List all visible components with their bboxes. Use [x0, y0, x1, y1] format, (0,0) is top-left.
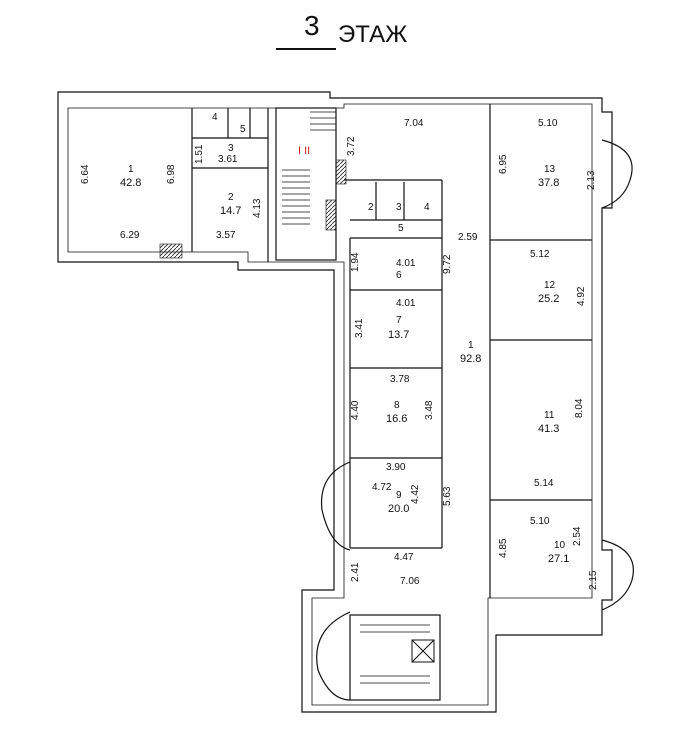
- room-area: 92.8: [460, 353, 481, 365]
- hatch-west: [159, 243, 183, 259]
- room-number: 5: [398, 223, 404, 234]
- room-number: 3: [228, 143, 234, 154]
- room-area: 27.1: [548, 553, 569, 565]
- dimension: 5.63: [442, 486, 453, 506]
- dimension: 1.51: [194, 144, 205, 164]
- dimension: 4.85: [498, 538, 509, 558]
- room-number: 2: [368, 202, 374, 213]
- room-labels: 1 42.8 2 14.7 3 4 5 1 92.8 2 3 4 5 6 7 1…: [120, 112, 569, 565]
- dimension: 4.47: [394, 552, 414, 563]
- room-area: 25.2: [538, 293, 559, 305]
- bay-window-lower: [601, 539, 634, 611]
- room-area: 16.6: [386, 413, 407, 425]
- dimension: 4.01: [396, 258, 416, 269]
- dimension: 3.48: [424, 400, 435, 420]
- floor-number-underline: [276, 48, 336, 50]
- dimension: 7.04: [404, 118, 424, 129]
- floor-title: 3 ЭТАЖ: [276, 8, 436, 52]
- room-number: 1: [128, 164, 134, 175]
- floor-word: ЭТАЖ: [338, 21, 408, 48]
- dimension: 3.61: [218, 154, 238, 165]
- dimension: 2.54: [572, 526, 583, 546]
- dimension: 4.01: [396, 298, 416, 309]
- stair-marks: I II: [298, 145, 310, 157]
- hatch-stair-b: [325, 199, 337, 231]
- room-area: 13.7: [388, 329, 409, 341]
- dimension: 7.06: [400, 576, 420, 587]
- dimension: 3.90: [386, 462, 406, 473]
- room-area: 14.7: [220, 205, 241, 217]
- dimension: 6.95: [498, 154, 509, 174]
- dimension: 4.92: [576, 286, 587, 306]
- dimension: 4.13: [252, 198, 263, 218]
- dimension: 3.41: [354, 318, 365, 338]
- room-number: 2: [228, 192, 234, 203]
- dimension: 6.98: [166, 164, 177, 184]
- room-area: 37.8: [538, 177, 559, 189]
- dimension: 6.29: [120, 230, 140, 241]
- room-area: 41.3: [538, 423, 559, 435]
- dimension: 2.13: [586, 170, 597, 190]
- room-number: 12: [544, 280, 556, 291]
- dimension: 2.41: [350, 562, 361, 582]
- dimension: 9.72: [442, 254, 453, 274]
- dimension: 6.64: [80, 164, 91, 184]
- outer-wall: [57, 91, 613, 713]
- dimension: 4.72: [372, 482, 392, 493]
- dimension: 2.15: [588, 570, 599, 590]
- room-number: 4: [424, 202, 430, 213]
- dimension: 4.42: [410, 484, 421, 504]
- room-number: 8: [394, 400, 400, 411]
- room-number: 3: [396, 202, 402, 213]
- room-number: 10: [554, 540, 566, 551]
- dimension: 4.40: [350, 400, 361, 420]
- dimension: 2.59: [458, 232, 478, 243]
- dimension: 3.72: [346, 136, 357, 156]
- elevator-shaft: [411, 639, 435, 663]
- dimension: 8.04: [574, 398, 585, 418]
- dimension-labels: 6.64 6.98 6.29 1.51 3.61 4.13 3.57 7.04 …: [80, 118, 599, 590]
- dimension: 1.94: [350, 252, 361, 272]
- room-number: 1: [468, 340, 474, 351]
- room-number: 13: [544, 164, 556, 175]
- stair-treads: [282, 111, 430, 684]
- bay-window-stair: [316, 611, 351, 701]
- dimension: 5.10: [538, 118, 558, 129]
- room-number: 5: [240, 124, 246, 135]
- room-number: 11: [544, 410, 555, 421]
- dimension: 3.78: [390, 374, 410, 385]
- bay-window-room9: [320, 461, 351, 551]
- room-number: 7: [396, 315, 402, 326]
- dimension: 5.10: [530, 516, 550, 527]
- floor-number: 3: [304, 10, 320, 41]
- room-number: 9: [396, 490, 402, 501]
- room-number: 6: [396, 270, 402, 281]
- room-area: 42.8: [120, 177, 141, 189]
- bay-window-upper: [601, 139, 633, 209]
- dimension: 5.14: [534, 478, 554, 489]
- room-number: 4: [212, 112, 218, 123]
- room-area: 20.0: [388, 503, 409, 515]
- outer-wall-inner: [67, 103, 593, 706]
- dimension: 3.57: [216, 230, 236, 241]
- dimension: 5.12: [530, 249, 550, 260]
- elevator-cross: [411, 639, 435, 663]
- hatch-stair-a: [335, 159, 347, 185]
